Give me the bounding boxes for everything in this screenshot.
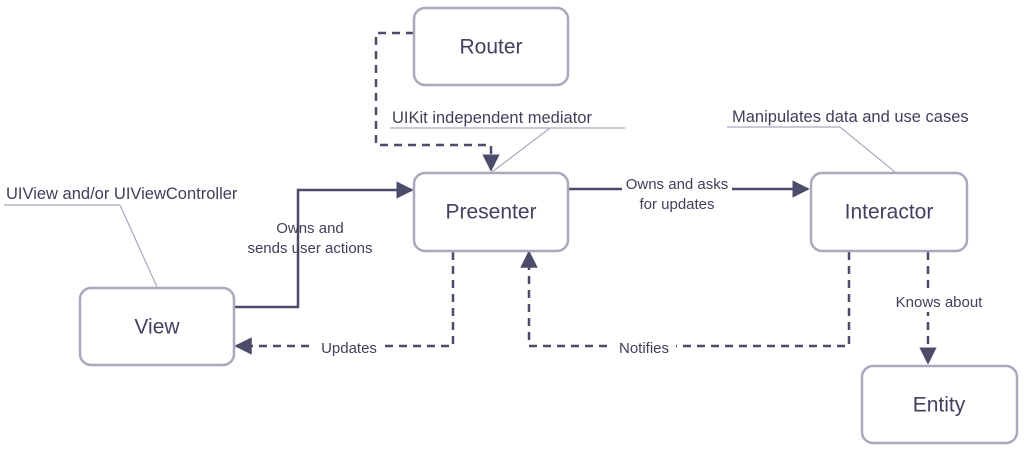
knows-about-label: Knows about [896, 294, 984, 311]
interactor-note: Manipulates data and use cases [732, 108, 969, 126]
router-label: Router [459, 36, 522, 59]
view-presenter-label-line2: sends user actions [247, 240, 372, 257]
presenter-interactor-label-line1: Owns and asks [626, 176, 729, 193]
knows-about-label-bg [886, 292, 992, 312]
view-presenter-label-line1: Owns and [276, 220, 344, 237]
view-box: View [78, 286, 236, 367]
presenter-interactor-label-line2: for updates [639, 196, 714, 213]
presenter-label: Presenter [445, 201, 536, 224]
updates-label-bg [314, 338, 384, 358]
updates-label: Updates [321, 340, 377, 357]
notifies-label-bg [612, 338, 676, 358]
router-to-presenter-edge [374, 31, 500, 172]
entity-label: Entity [913, 394, 966, 417]
interactor-label: Interactor [845, 201, 934, 224]
interactor-note-callout [839, 126, 896, 173]
presenter-interactor-label-bg [622, 174, 732, 214]
view-note: UIView and/or UIViewController [6, 185, 238, 203]
updates-edge [234, 252, 455, 355]
view-label: View [134, 316, 180, 339]
notifies-label: Notifies [619, 340, 669, 357]
view-to-presenter-edge [234, 181, 414, 309]
presenter-note-callout [491, 127, 551, 173]
router-box: Router [412, 6, 570, 87]
notifies-edge [520, 250, 851, 348]
entity-box: Entity [860, 364, 1019, 445]
view-note-callout [119, 204, 158, 288]
presenter-note: UIKit independent mediator [392, 109, 592, 127]
interactor-box: Interactor [809, 171, 969, 253]
presenter-box: Presenter [412, 171, 570, 253]
